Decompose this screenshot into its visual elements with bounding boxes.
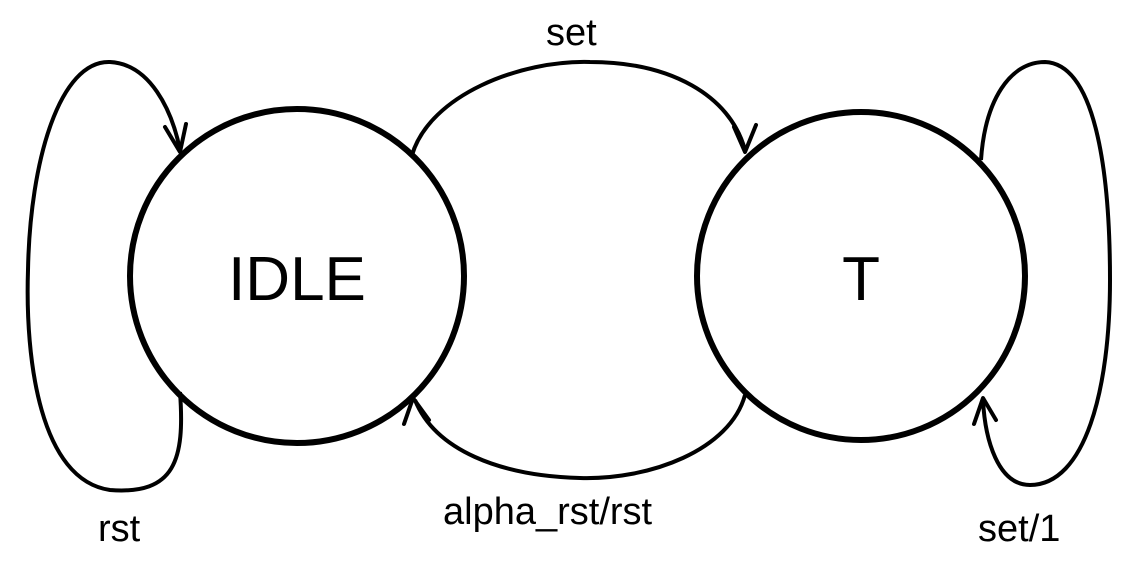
state-t: T <box>694 109 1028 443</box>
state-idle-label: IDLE <box>228 245 366 314</box>
state-t-label: T <box>842 245 880 314</box>
edge-idle-to-t: set <box>410 12 758 156</box>
edge-idle-self-loop: rst <box>25 59 188 550</box>
edge-idle-self-loop-arrowhead <box>163 122 188 154</box>
edge-idle-to-t-arrowhead <box>732 123 758 154</box>
edge-idle-to-t-line <box>410 59 747 156</box>
edge-t-self-loop-arrowhead <box>972 396 998 426</box>
edge-t-to-idle-line <box>413 394 747 481</box>
state-idle: IDLE <box>127 106 467 446</box>
edge-idle-self-loop-line <box>25 59 184 493</box>
state-t-circle <box>694 109 1028 443</box>
edge-t-self-loop-line <box>979 59 1113 488</box>
edge-t-self-loop-label: set/1 <box>978 508 1060 550</box>
edge-t-self-loop: set/1 <box>972 59 1113 550</box>
edge-t-to-idle: alpha_rst/rst <box>402 394 747 533</box>
edge-t-to-idle-label: alpha_rst/rst <box>443 491 653 533</box>
edge-idle-self-loop-label: rst <box>98 508 141 550</box>
state-idle-circle <box>127 106 467 446</box>
edge-idle-to-t-label: set <box>546 12 597 54</box>
